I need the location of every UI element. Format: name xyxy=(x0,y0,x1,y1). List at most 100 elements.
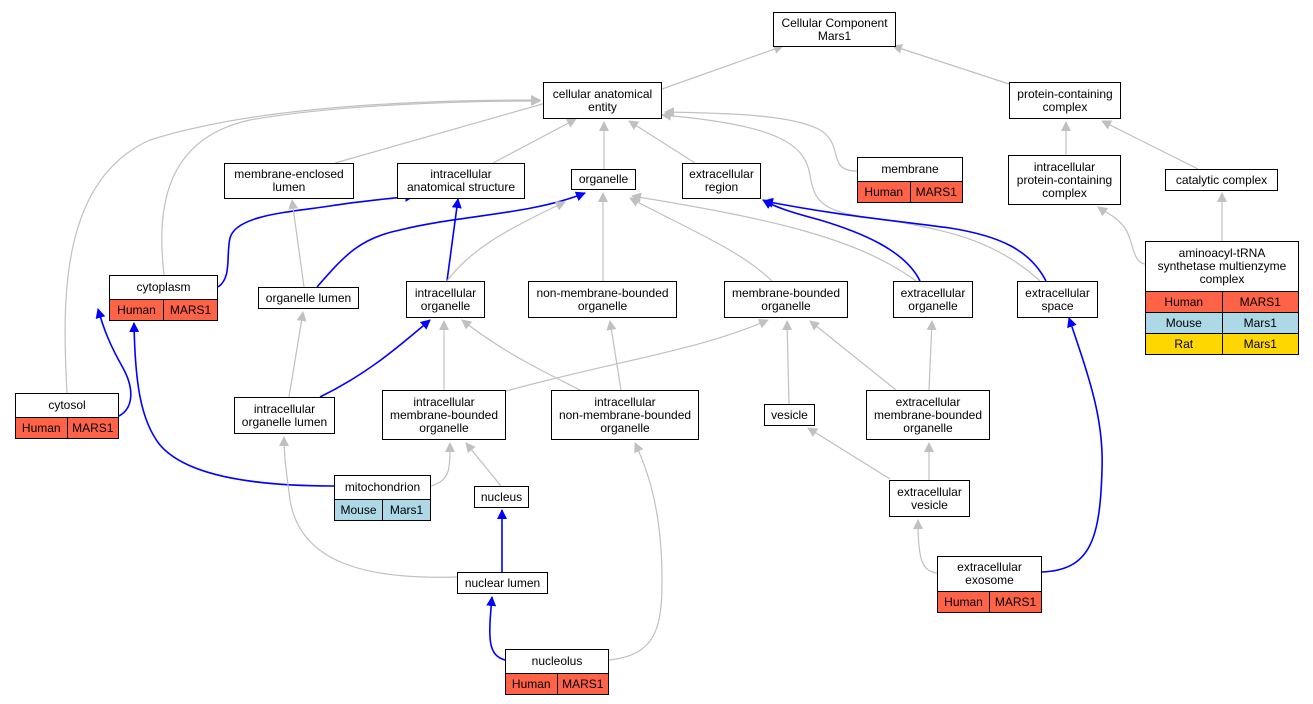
edge-is-a-mel-to-cae xyxy=(334,98,554,164)
edge-is-a-nul-to-iol xyxy=(279,436,458,578)
node-label: vesicle xyxy=(771,407,808,422)
edge-is-a-ves-to-mbo xyxy=(782,320,793,405)
species-cell: Human xyxy=(938,592,989,612)
species-cell: Mouse xyxy=(1146,313,1222,333)
node-label: extracellular exosome xyxy=(957,560,1022,587)
node-ias[interactable]: intracellular anatomical structure xyxy=(397,163,525,199)
species-cell: Human xyxy=(858,182,910,202)
species-cell: Rat xyxy=(1146,334,1222,354)
node-inmbo[interactable]: intracellular non-membrane-bounded organ… xyxy=(551,390,699,440)
node-imbo[interactable]: intracellular membrane-bounded organelle xyxy=(382,390,506,440)
node-label: mitochondrion xyxy=(344,480,421,494)
edge-part-of-cyt-to-ias xyxy=(217,191,415,288)
edge-part-of-cys-to-cyt xyxy=(95,308,132,417)
node-nul[interactable]: nuclear lumen xyxy=(457,572,548,594)
species-cell: Mouse xyxy=(335,500,382,520)
node-label: aminoacyl-tRNA synthetase multienzyme co… xyxy=(1157,246,1287,286)
node-ino[interactable]: intracellular organelle xyxy=(406,281,485,318)
edge-is-a-cat-to-pcc xyxy=(1101,120,1199,170)
node-orl[interactable]: organelle lumen xyxy=(258,287,359,309)
node-label: cytoplasm xyxy=(136,280,191,294)
node-nuc[interactable]: nucleus xyxy=(474,486,529,508)
node-label: catalytic complex xyxy=(1175,172,1268,187)
node-ipcc[interactable]: intracellular protein-containing complex xyxy=(1008,155,1121,205)
species-cell: Human xyxy=(16,418,67,438)
edge-part-of-exs-to-exr xyxy=(763,197,1047,282)
edge-is-a-ias-to-cae xyxy=(492,118,577,164)
node-label: intracellular anatomical structure xyxy=(406,167,516,194)
node-exo[interactable]: extracellular organelle xyxy=(893,281,973,318)
edge-is-a-nuc-to-imbo xyxy=(465,442,502,487)
edge-part-of-nucl-to-nul xyxy=(486,596,506,661)
edge-is-a-nucl-to-inmbo xyxy=(608,442,663,661)
node-label: extracellular membrane-bounded organelle xyxy=(873,394,983,435)
node-iol[interactable]: intracellular organelle lumen xyxy=(234,397,335,434)
gene-cell: Mars1 xyxy=(1221,334,1298,354)
edge-part-of-orl-to-org xyxy=(316,191,586,288)
edge-is-a-exe-to-exv xyxy=(913,519,938,574)
node-label: membrane-enclosed lumen xyxy=(234,167,344,194)
node-org[interactable]: organelle xyxy=(571,169,636,190)
gene-cell: MARS1 xyxy=(556,674,608,694)
node-cat[interactable]: catalytic complex xyxy=(1165,169,1278,191)
node-pcc[interactable]: protein-containing complex xyxy=(1009,82,1121,119)
edge-part-of-ino-to-ias xyxy=(446,198,462,282)
node-label: non-membrane-bounded organelle xyxy=(536,285,669,313)
edge-is-a-cys-to-cae xyxy=(64,95,541,394)
node-label: extracellular organelle xyxy=(900,285,966,313)
edge-is-a-ino-to-org xyxy=(446,201,566,282)
node-label: membrane xyxy=(881,162,939,176)
node-embo[interactable]: extracellular membrane-bounded organelle xyxy=(866,390,990,440)
gene-cell: MARS1 xyxy=(989,592,1041,612)
edge-is-a-imbo-to-mbo xyxy=(505,319,769,392)
node-label: nuclear lumen xyxy=(464,575,541,590)
edge-is-a-pcc-to-root xyxy=(892,44,1013,86)
node-exs[interactable]: extracellular space xyxy=(1017,281,1098,318)
node-root[interactable]: Cellular Component Mars1 xyxy=(773,12,896,47)
node-label: organelle xyxy=(578,172,629,186)
species-cell: Human xyxy=(1146,292,1222,312)
node-mbo[interactable]: membrane-bounded organelle xyxy=(724,281,848,318)
edge-is-a-cyt-to-cae xyxy=(161,96,541,276)
node-exv[interactable]: extracellular vesicle xyxy=(889,480,970,517)
node-ves[interactable]: vesicle xyxy=(764,404,815,426)
node-label: nucleolus xyxy=(531,654,583,668)
node-ars[interactable]: aminoacyl-tRNA synthetase multienzyme co… xyxy=(1145,241,1299,355)
edge-is-a-ars-to-ipcc xyxy=(1097,206,1146,265)
gene-cell: MARS1 xyxy=(909,182,962,202)
species-cell: Human xyxy=(110,300,163,320)
node-label: membrane-bounded organelle xyxy=(731,285,841,313)
node-label: intracellular non-membrane-bounded organ… xyxy=(558,394,692,435)
edge-is-a-embo-to-mbo xyxy=(809,320,897,391)
node-label: extracellular space xyxy=(1025,285,1090,313)
node-label: cytosol xyxy=(48,398,86,412)
node-nmbo[interactable]: non-membrane-bounded organelle xyxy=(528,281,677,318)
node-label: intracellular protein-containing complex xyxy=(1016,159,1113,200)
node-exr[interactable]: extracellular region xyxy=(682,163,761,199)
node-label: extracellular vesicle xyxy=(897,484,962,512)
edge-is-a-exr-to-cae xyxy=(628,120,696,164)
node-mel[interactable]: membrane-enclosed lumen xyxy=(224,163,354,199)
gene-cell: MARS1 xyxy=(66,418,118,438)
node-cae[interactable]: cellular anatomical entity xyxy=(543,82,662,119)
node-label: nucleus xyxy=(480,489,523,504)
edge-is-a-orl-to-mel xyxy=(288,199,305,288)
edge-is-a-exv-to-ves xyxy=(807,427,891,480)
species-cell: Human xyxy=(506,674,557,694)
edge-is-a-exs-to-cae xyxy=(661,110,1041,282)
edge-is-a-iol-to-orl xyxy=(288,311,307,398)
edge-is-a-mem-to-cae xyxy=(664,107,858,172)
